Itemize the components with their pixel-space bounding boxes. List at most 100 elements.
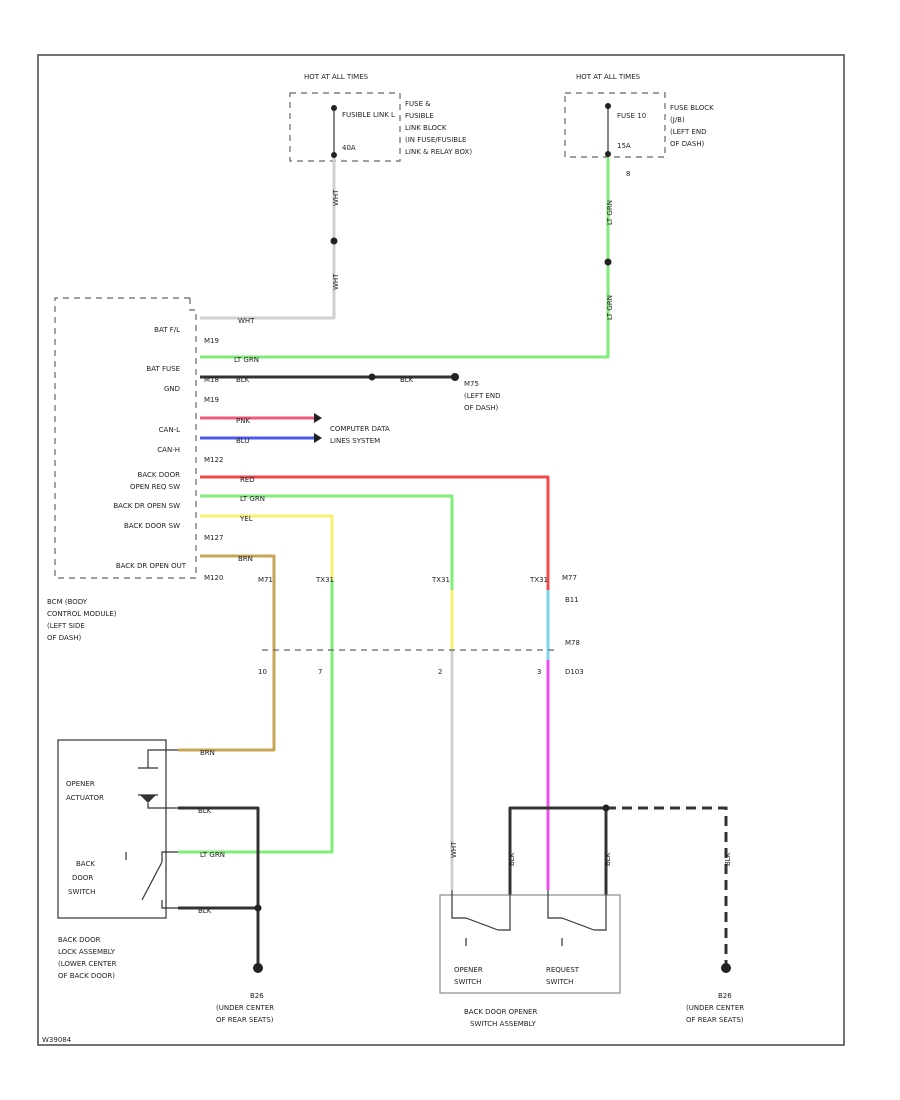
bcm-pin-name: BACK DR OPEN SW <box>113 502 180 510</box>
wire-label-red: RED <box>240 476 255 484</box>
wire-blk-to-ground <box>606 806 728 968</box>
bcm-pin-name: GND <box>164 385 180 393</box>
wire-label-wht-2: WHT <box>332 273 340 290</box>
connector-side-mid: B11 <box>565 596 579 604</box>
wire-label-wht-opener: WHT <box>450 841 458 858</box>
bcm-pin-name: BACK DR OPEN OUT <box>116 562 187 570</box>
wire-label-ltgrn-1: LT GRN <box>606 200 614 225</box>
fuse-block-line-2: (J/B) <box>670 116 685 124</box>
wire-label-blk-ground: BLK <box>724 852 732 866</box>
wire-label-wht-1: WHT <box>332 189 340 206</box>
connector-row: M71 TX31 TX31 TX31 M77 B11 M78 D103 10 7… <box>258 574 584 676</box>
bcm-pin-name: BAT FUSE <box>146 365 180 373</box>
opener-switch-assembly: OPENER SWITCH REQUEST SWITCH BACK DOOR O… <box>439 890 621 1028</box>
connector-pin-3: 3 <box>537 668 541 676</box>
connector-label-3: TX31 <box>431 576 450 584</box>
bcm-module: BCM (BODY CONTROL MODULE) (LEFT SIDE OF … <box>47 297 197 642</box>
ground-m75-loc-2: OF DASH) <box>464 404 499 412</box>
request-switch-icon <box>547 890 607 946</box>
ground-icon <box>253 963 263 973</box>
diagram-frame <box>37 54 845 1046</box>
fuse-block-line-1: FUSE BLOCK <box>670 104 714 112</box>
can-system-line-1: COMPUTER DATA <box>330 425 390 433</box>
wire-blk-opener-common <box>508 806 608 895</box>
fuse-box-line-2: FUSIBLE <box>405 112 434 120</box>
fuse-box-line-3: LINK BLOCK <box>405 124 447 132</box>
ground-b26-left-loc-2: OF REAR SEATS) <box>216 1016 274 1024</box>
bcm-label-4: OF DASH) <box>47 634 82 642</box>
fuse-box-line-5: LINK & RELAY BOX) <box>405 148 472 156</box>
opener-assy-label-1: BACK DOOR OPENER <box>464 1008 537 1016</box>
bcm-label-3: (LEFT SIDE <box>47 622 85 630</box>
bcm-pin-id: M127 <box>204 534 223 542</box>
opener-assy-label-2: SWITCH ASSEMBLY <box>470 1020 537 1028</box>
ground-b26-right: B26 (UNDER CENTER OF REAR SEATS) <box>686 963 744 1024</box>
bcm-pin-id: M18 <box>204 376 219 384</box>
door-switch-label-2: DOOR <box>72 874 93 882</box>
bcm-label-1: BCM (BODY <box>47 598 88 606</box>
connector-side-low: M78 <box>565 639 580 647</box>
lock-assy-label-3: (LOWER CENTER <box>58 960 117 968</box>
lock-assy-label-1: BACK DOOR <box>58 936 101 944</box>
fuse-block-line-4: OF DASH) <box>670 140 705 148</box>
wire-yel-door-sw <box>200 514 334 580</box>
ground-m75-loc-1: (LEFT END <box>464 392 501 400</box>
bcm-pin-name: BACK DOOR <box>138 471 181 479</box>
fuse-block-left: HOT AT ALL TIMES FUSIBLE LINK L 40A FUSE… <box>289 73 472 162</box>
wire-label-blk-1: BLK <box>236 376 250 384</box>
ground-b26-right-id: B26 <box>718 992 732 1000</box>
wire-label-blu: BLU <box>236 437 249 445</box>
wire-blk-actuator-gnd <box>178 806 260 968</box>
connector-pin-7: 7 <box>318 668 322 676</box>
ground-b26-left: B26 (UNDER CENTER OF REAR SEATS) <box>216 963 274 1024</box>
actuator-label-1: OPENER <box>66 780 95 788</box>
bcm-pin-id: M120 <box>204 574 223 582</box>
connector-side-top: M77 <box>562 574 577 582</box>
wire-label-brn-2: BRN <box>200 749 215 757</box>
back-door-lock-assembly: OPENER ACTUATOR BACK DOOR SWITCH BACK DO… <box>57 739 178 980</box>
wire-label-brn-1: BRN <box>238 555 253 563</box>
lock-assy-label-2: LOCK ASSEMBLY <box>58 948 116 956</box>
connector-pin-2: 2 <box>438 668 442 676</box>
connector-label-4: TX31 <box>529 576 548 584</box>
opener-switch-icon <box>451 890 511 946</box>
request-label-1: REQUEST <box>546 966 580 974</box>
fusible-link-label: FUSIBLE LINK L <box>342 111 395 119</box>
fuse-10-amp: 15A <box>617 142 631 150</box>
wire-wht-bat-fl <box>200 158 336 320</box>
bcm-pin-name: BACK DOOR SW <box>124 522 180 530</box>
connector-label-1: M71 <box>258 576 273 584</box>
wire-label-blk-opener: BLK <box>508 852 516 866</box>
wire-label-blk-4: BLK <box>198 907 212 915</box>
fuse-10-pin: 8 <box>626 170 630 178</box>
lock-assy-label-4: OF BACK DOOR) <box>58 972 115 980</box>
fuse-10-label: FUSE 10 <box>617 112 646 120</box>
bcm-label-2: CONTROL MODULE) <box>47 610 117 618</box>
hot-at-all-times-left: HOT AT ALL TIMES <box>304 73 369 81</box>
ground-m75-id: M75 <box>464 380 479 388</box>
bcm-pin-name: BAT F/L <box>154 326 180 334</box>
wire-label-ltgrn-4: LT GRN <box>240 495 265 503</box>
door-switch-label-1: BACK <box>76 860 95 868</box>
wire-label-wht-3: WHT <box>238 317 255 325</box>
bcm-pin-name: CAN-L <box>159 426 180 434</box>
wire-label-blk-2: BLK <box>400 376 414 384</box>
bcm-pin-id: M19 <box>204 337 219 345</box>
ground-b26-left-loc-1: (UNDER CENTER <box>216 1004 274 1012</box>
wire-label-ltgrn-3: LT GRN <box>234 356 259 364</box>
bcm-pin-name: OPEN REQ SW <box>130 483 180 491</box>
bcm-pin-id: M122 <box>204 456 223 464</box>
ground-icon <box>721 963 731 973</box>
fuse-block-right: HOT AT ALL TIMES FUSE 10 15A 8 FUSE BLOC… <box>564 73 714 178</box>
fuse-box-line-4: (IN FUSE/FUSIBLE <box>405 136 466 144</box>
door-switch-icon <box>125 851 178 909</box>
wire-ltgrn-bat-fuse <box>200 158 610 359</box>
hot-at-all-times-right: HOT AT ALL TIMES <box>576 73 641 81</box>
opener-label-2: SWITCH <box>454 978 481 986</box>
wire-label-yel: YEL <box>239 515 253 523</box>
connector-side-low2: D103 <box>565 668 584 676</box>
wire-ltgrn-door-sw <box>178 580 334 854</box>
wire-label-ltgrn-5: LT GRN <box>200 851 225 859</box>
ground-b26-left-id: B26 <box>250 992 264 1000</box>
